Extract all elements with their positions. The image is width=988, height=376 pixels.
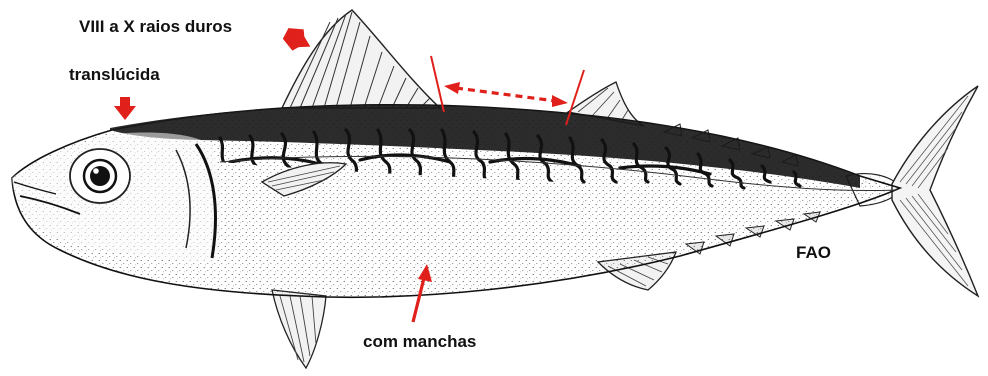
first-dorsal-fin bbox=[282, 10, 440, 108]
dorsal-spines-arrow bbox=[280, 23, 316, 57]
source-credit-label: FAO bbox=[796, 244, 831, 261]
pelvic-fin bbox=[272, 290, 326, 368]
fish-eye bbox=[70, 149, 130, 203]
translucent-arrow bbox=[114, 97, 136, 120]
translucent-label: translúcida bbox=[69, 66, 160, 83]
dorsal-spines-label: VIII a X raios duros bbox=[79, 18, 232, 35]
spots-label: com manchas bbox=[363, 333, 476, 350]
